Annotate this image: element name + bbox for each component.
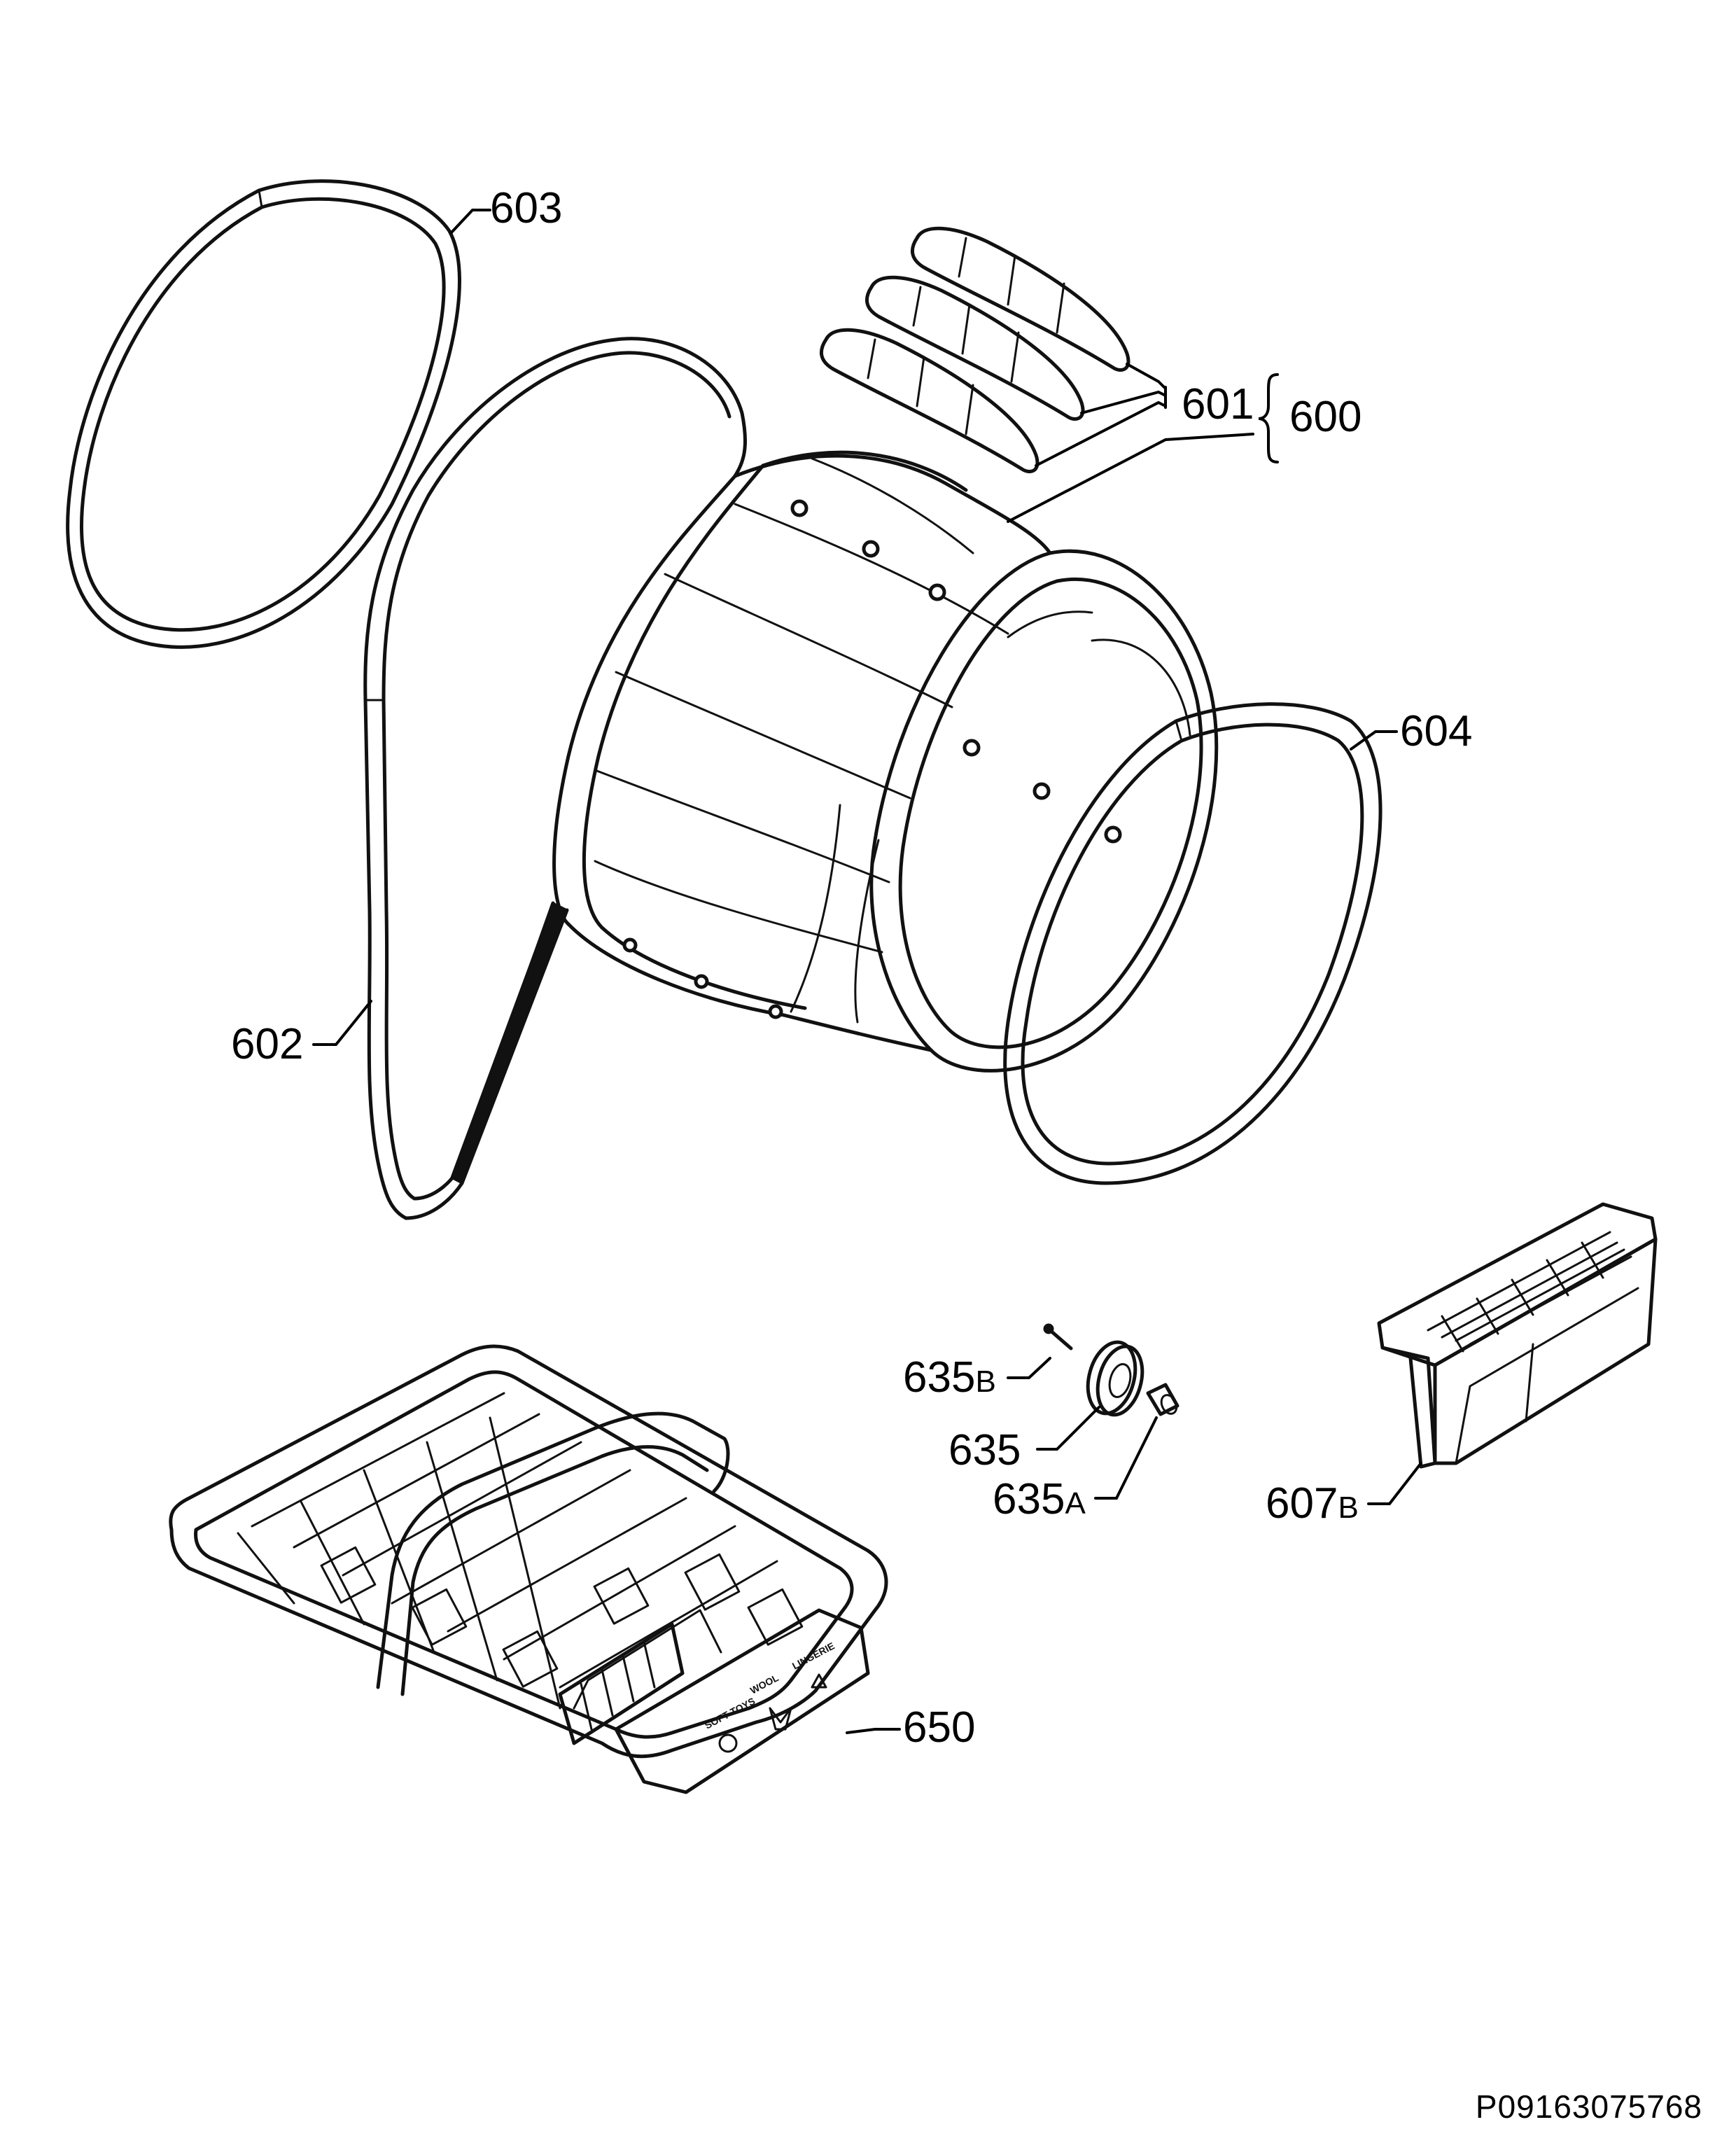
callout-602: 602 bbox=[231, 1020, 303, 1068]
leader-601-c bbox=[1035, 400, 1167, 467]
wool-symbol-icon bbox=[769, 1707, 792, 1731]
leader-600 bbox=[1007, 433, 1254, 523]
leader-lines bbox=[312, 209, 1422, 1734]
basket-grid bbox=[237, 1392, 804, 1710]
leader-635a bbox=[1094, 1416, 1158, 1500]
callout-635b: 635B bbox=[903, 1353, 996, 1402]
drawing-reference-code: P09163075768 bbox=[1475, 2088, 1702, 2125]
basket-cage-insert bbox=[558, 1622, 685, 1745]
part-607b-lint-filter bbox=[1377, 1202, 1658, 1469]
part-600-drum-assembly bbox=[552, 450, 1219, 1073]
callout-650: 650 bbox=[903, 1703, 975, 1752]
part-603-rear-seal bbox=[66, 179, 461, 649]
part-604-front-seal bbox=[1003, 702, 1382, 1185]
filter-mesh bbox=[1427, 1231, 1632, 1353]
part-635a-axle bbox=[1146, 1383, 1180, 1416]
marking-wool: WOOL bbox=[748, 1672, 780, 1696]
part-602-drive-belt bbox=[363, 337, 748, 1220]
leader-603 bbox=[450, 209, 491, 234]
leader-635b bbox=[1007, 1357, 1051, 1379]
part-601-drum-lifters bbox=[819, 226, 1130, 473]
callout-601: 601 bbox=[1182, 380, 1254, 428]
part-635-roller-wheel bbox=[1086, 1340, 1144, 1417]
callout-635a: 635A bbox=[993, 1475, 1086, 1523]
callout-603: 603 bbox=[490, 184, 562, 232]
marking-lingerie: LINGERIE bbox=[790, 1640, 836, 1671]
part-650-drying-basket: SOFT TOYS WOOL LINGERIE bbox=[169, 1344, 888, 1794]
callout-607b: 607B bbox=[1266, 1479, 1359, 1528]
callout-labels: 603 601 600 604 602 635B 635 635A 607B 6… bbox=[231, 184, 1472, 1752]
leader-607b bbox=[1367, 1462, 1422, 1505]
care-symbol-icon bbox=[718, 1733, 738, 1753]
leader-604 bbox=[1350, 730, 1398, 751]
bracket-600 bbox=[1258, 373, 1279, 463]
leader-601-a bbox=[1126, 363, 1167, 390]
leader-635 bbox=[1036, 1406, 1100, 1451]
leader-601-b bbox=[1080, 390, 1167, 414]
callout-604: 604 bbox=[1400, 707, 1472, 755]
callout-635: 635 bbox=[948, 1426, 1021, 1474]
callout-600: 600 bbox=[1289, 393, 1362, 441]
leader-602 bbox=[312, 1000, 372, 1046]
part-635b-screw bbox=[1043, 1323, 1073, 1350]
triangle-symbol-icon bbox=[811, 1673, 827, 1689]
leader-650 bbox=[846, 1728, 901, 1734]
